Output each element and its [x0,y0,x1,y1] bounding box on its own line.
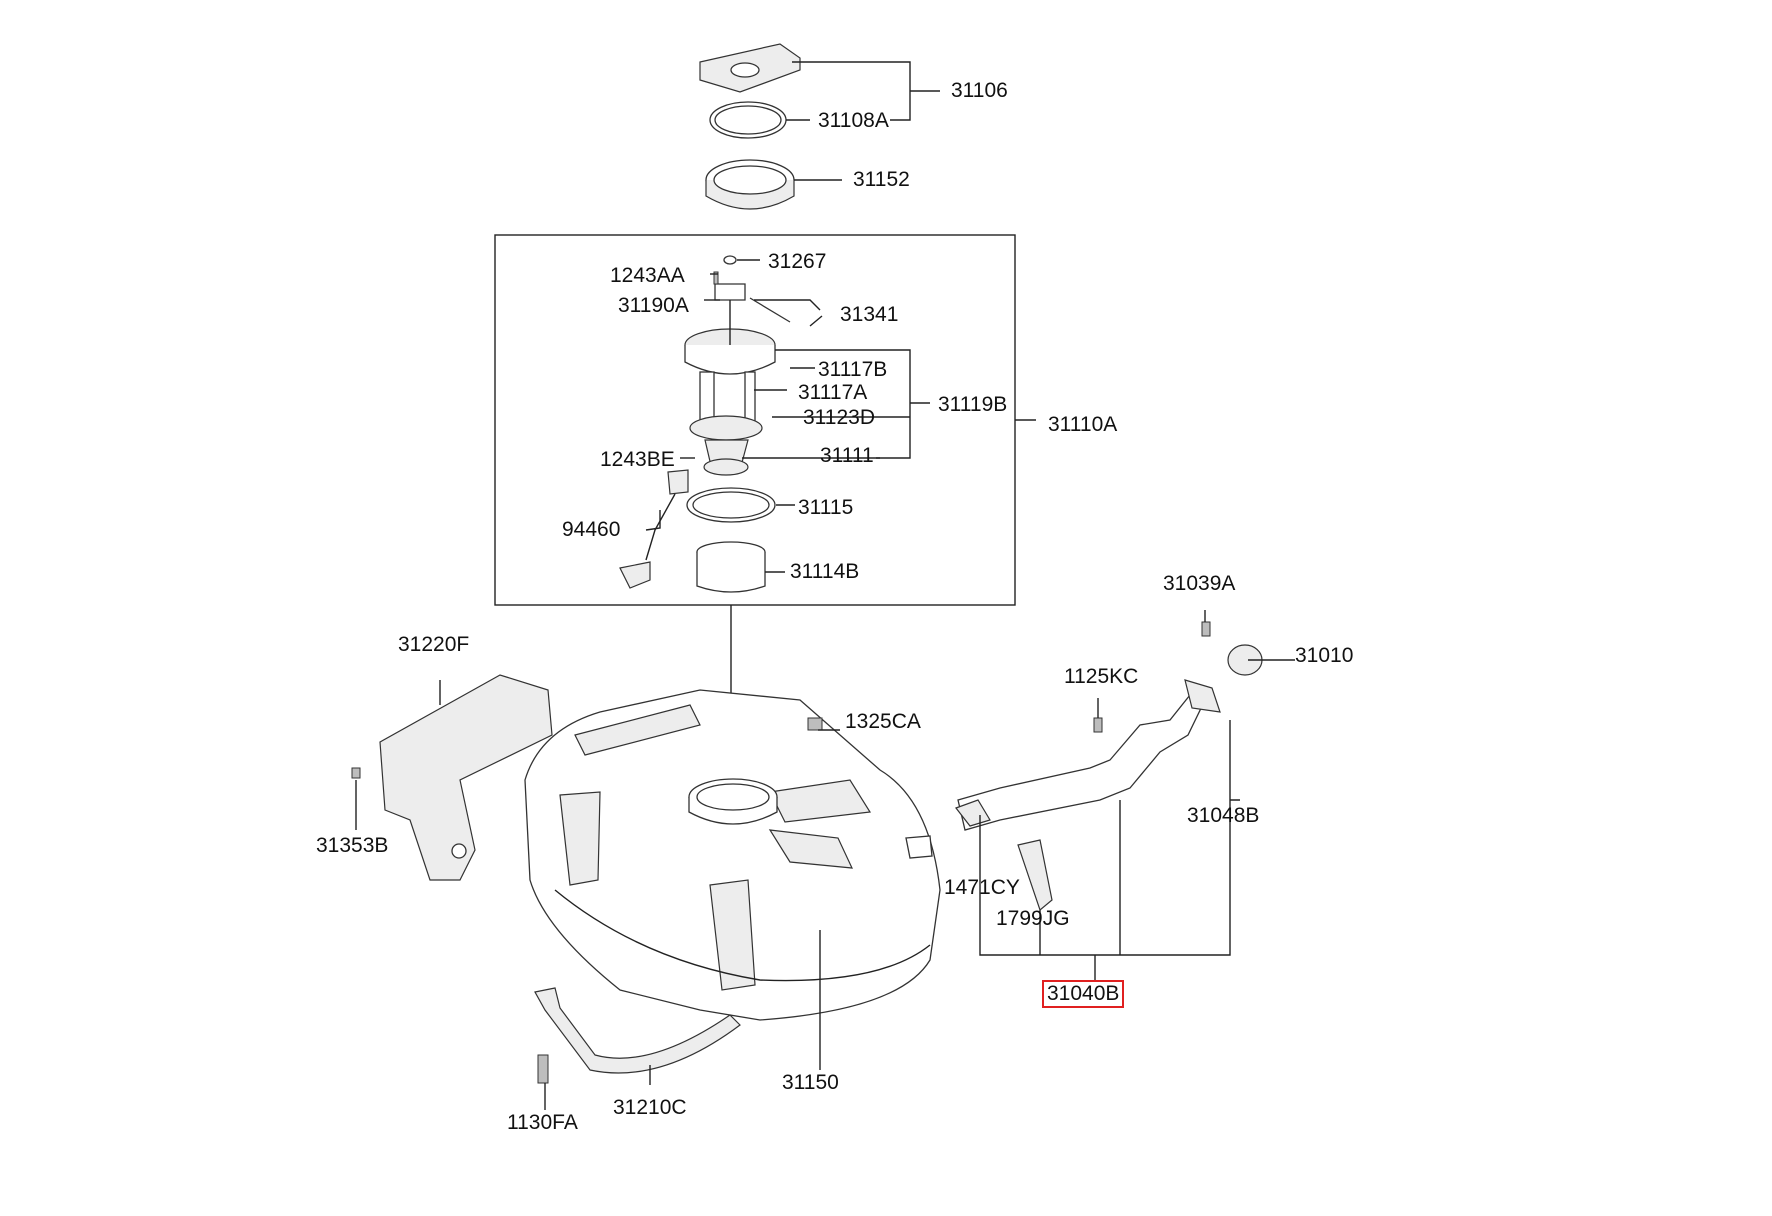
part-label-31039a[interactable]: 31039A [1163,572,1236,595]
heat-shield [379,674,553,881]
part-label-31210c[interactable]: 31210C [613,1096,687,1119]
part-label-31150[interactable]: 31150 [782,1071,839,1094]
part-label-31111[interactable]: 31111 [820,444,874,467]
part-label-31267[interactable]: 31267 [768,250,827,273]
part-label-31110a[interactable]: 31110A [1048,413,1118,436]
part-label-1799jg[interactable]: 1799JG [996,907,1070,930]
lock-ring [705,159,795,210]
part-label-31119b[interactable]: 31119B [938,393,1008,416]
part-label-31106[interactable]: 31106 [951,79,1008,102]
nut-1325ca [807,717,823,731]
part-label-1471cy[interactable]: 1471CY [944,876,1020,899]
part-label-31123d[interactable]: 31123D [803,406,876,429]
fuel-pump-module [619,255,791,593]
part-label-31040b[interactable]: 31040B [1042,980,1125,1008]
part-label-31152[interactable]: 31152 [853,168,910,191]
part-label-31117a[interactable]: 31117A [798,381,868,404]
part-label-31115[interactable]: 31115 [798,496,854,519]
part-label-1243aa[interactable]: 1243AA [610,264,685,287]
bolt-31353b [351,767,361,779]
part-label-1325ca[interactable]: 1325CA [845,710,921,733]
fuel-tank [524,689,941,1021]
part-label-1243be[interactable]: 1243BE [600,448,675,471]
part-label-31114b[interactable]: 31114B [790,560,860,583]
bolt-31039a [1201,621,1211,637]
bolt-1130fa [537,1054,549,1084]
part-label-31341[interactable]: 31341 [840,303,899,326]
cover-gasket [709,101,787,139]
fuel-pump-cover [699,43,801,93]
part-label-31117b[interactable]: 31117B [818,358,888,381]
fuel-filler-neck [955,644,1263,912]
part-label-94460[interactable]: 94460 [562,518,621,541]
part-label-31220f[interactable]: 31220F [398,633,470,656]
bolt-1125kc [1093,717,1103,733]
part-label-31353b[interactable]: 31353B [316,834,389,857]
part-label-31048b[interactable]: 31048B [1187,804,1260,827]
part-label-31190a[interactable]: 31190A [618,294,689,317]
part-label-31108a[interactable]: 31108A [818,109,889,132]
part-label-1130fa[interactable]: 1130FA [507,1111,578,1134]
part-label-31010[interactable]: 31010 [1295,644,1354,667]
tank-strap [534,987,741,1074]
part-label-1125kc[interactable]: 1125KC [1064,665,1139,688]
